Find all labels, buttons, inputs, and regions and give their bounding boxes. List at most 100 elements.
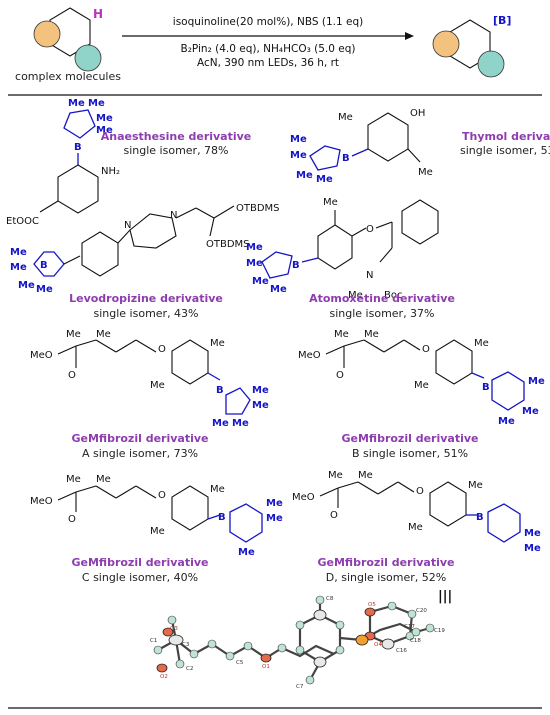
svg-text:Me: Me <box>246 258 263 269</box>
svg-text:B: B <box>216 385 224 396</box>
svg-text:NH₂: NH₂ <box>101 166 120 177</box>
svg-text:Me: Me <box>338 112 353 123</box>
svg-text:MeO: MeO <box>30 496 53 507</box>
svg-text:Me: Me <box>524 528 541 539</box>
svg-text:Me: Me <box>246 242 263 253</box>
svg-text:MeO: MeO <box>30 350 53 361</box>
svg-text:O: O <box>158 344 166 355</box>
svg-text:C17: C17 <box>404 624 415 630</box>
svg-text:C16: C16 <box>396 648 407 654</box>
svg-text:EtOOC: EtOOC <box>6 216 39 227</box>
svg-text:Me: Me <box>316 174 333 185</box>
svg-text:Me: Me <box>323 197 338 208</box>
reaction-arrow: isoquinoline(20 mol%), NBS (1.1 eq) B₂Pi… <box>122 16 414 69</box>
svg-text:Me: Me <box>210 338 225 349</box>
svg-text:Me: Me <box>522 406 539 417</box>
svg-text:MeO: MeO <box>298 350 321 361</box>
svg-text:Me: Me <box>66 474 81 485</box>
svg-text:O: O <box>416 486 424 497</box>
svg-text:MeO: MeO <box>292 492 315 503</box>
svg-text:Me: Me <box>96 474 111 485</box>
svg-text:O: O <box>336 370 344 381</box>
thymol-structure: Me OH Me B Me Me Me Me <box>290 108 433 185</box>
svg-text:Me: Me <box>524 543 541 554</box>
svg-text:Me: Me <box>528 376 545 387</box>
svg-text:O: O <box>366 224 374 235</box>
svg-text:OTBDMS: OTBDMS <box>236 203 280 214</box>
svg-text:O: O <box>158 490 166 501</box>
svg-text:O3: O3 <box>170 626 178 632</box>
condition-1: isoquinoline(20 mol%), NBS (1.1 eq) <box>173 16 363 28</box>
svg-text:Me: Me <box>96 113 113 124</box>
svg-text:Me: Me <box>96 329 111 340</box>
svg-text:C19: C19 <box>434 628 445 634</box>
svg-text:Me: Me <box>364 329 379 340</box>
svg-text:Me: Me <box>474 338 489 349</box>
svg-text:Me: Me <box>334 329 349 340</box>
yellow-substituent <box>432 30 460 58</box>
svg-text:Me: Me <box>238 547 255 558</box>
svg-text:C2: C2 <box>186 666 193 672</box>
compound-yield: single isomer, 43% <box>93 307 198 320</box>
svg-text:Me: Me <box>252 400 269 411</box>
svg-text:OTBDMS: OTBDMS <box>206 239 250 250</box>
svg-text:Me: Me <box>498 416 515 427</box>
svg-text:Me: Me <box>408 522 423 533</box>
compound-name: Thymol derivative <box>462 130 550 143</box>
svg-text:Me: Me <box>358 470 373 481</box>
svg-text:O: O <box>330 510 338 521</box>
compound-name: Levodropizine derivative <box>69 292 223 305</box>
compound-name: GeMfibrozil derivative <box>71 556 208 569</box>
svg-text:Me: Me <box>66 329 81 340</box>
svg-text:Me: Me <box>212 418 229 429</box>
svg-text:Me: Me <box>36 284 53 295</box>
compound-yield: C single isomer, 40% <box>82 571 198 584</box>
svg-text:Me: Me <box>290 134 307 145</box>
svg-text:B: B <box>218 512 226 523</box>
compound-name: GeMfibrozil derivative <box>341 432 478 445</box>
svg-text:Me: Me <box>150 526 165 537</box>
svg-text:Me: Me <box>88 98 105 109</box>
svg-text:O4: O4 <box>374 642 382 648</box>
compound-yield: D, single isomer, 52% <box>326 571 447 584</box>
svg-text:C20: C20 <box>416 608 427 614</box>
svg-text:Me: Me <box>468 480 483 491</box>
svg-text:Me: Me <box>328 470 343 481</box>
svg-text:B: B <box>292 260 300 271</box>
yellow-substituent <box>33 20 61 48</box>
gemfibrozil-b-structure: MeO O Me Me O Me Me B Me Me Me <box>298 329 545 427</box>
atomoxetine-structure: Me O N Me Boc B Me Me Me Me <box>246 197 439 301</box>
compound-yield: B single isomer, 51% <box>352 447 468 460</box>
svg-text:O1: O1 <box>262 664 270 670</box>
svg-text:O: O <box>422 344 430 355</box>
svg-text:Me: Me <box>252 276 269 287</box>
compound-yield: single isomer, 37% <box>329 307 434 320</box>
svg-text:Me: Me <box>266 513 283 524</box>
anaesthesine-structure: Me Me Me Me B NH₂ EtOOC <box>6 98 120 227</box>
svg-text:O2: O2 <box>160 674 168 680</box>
compound-yield: A single isomer, 73% <box>82 447 198 460</box>
svg-text:Me: Me <box>270 284 287 295</box>
svg-text:N: N <box>366 270 373 281</box>
svg-text:Me: Me <box>252 385 269 396</box>
h-label: H <box>93 7 103 21</box>
svg-text:N: N <box>170 210 177 221</box>
compound-name: GeMfibrozil derivative <box>71 432 208 445</box>
svg-text:Me: Me <box>266 498 283 509</box>
svg-text:B: B <box>476 512 484 523</box>
svg-text:B: B <box>40 260 48 271</box>
start-molecule: H complex molecules <box>15 7 121 83</box>
product-molecule: [B] <box>432 14 511 78</box>
svg-text:Boc: Boc <box>384 290 402 301</box>
compound-yield: single isomer, 78% <box>123 144 228 157</box>
svg-text:Me: Me <box>18 280 35 291</box>
svg-text:Me: Me <box>418 167 433 178</box>
svg-text:O5: O5 <box>368 602 376 608</box>
condition-3: AcN, 390 nm LEDs, 36 h, rt <box>197 57 339 69</box>
equivalence-mark: ||| <box>438 589 452 604</box>
gemfibrozil-d-structure: MeO O Me Me O Me Me B Me Me <box>292 470 541 554</box>
teal-substituent <box>74 44 102 72</box>
compound-name: GeMfibrozil derivative <box>317 556 454 569</box>
svg-text:Me: Me <box>150 380 165 391</box>
